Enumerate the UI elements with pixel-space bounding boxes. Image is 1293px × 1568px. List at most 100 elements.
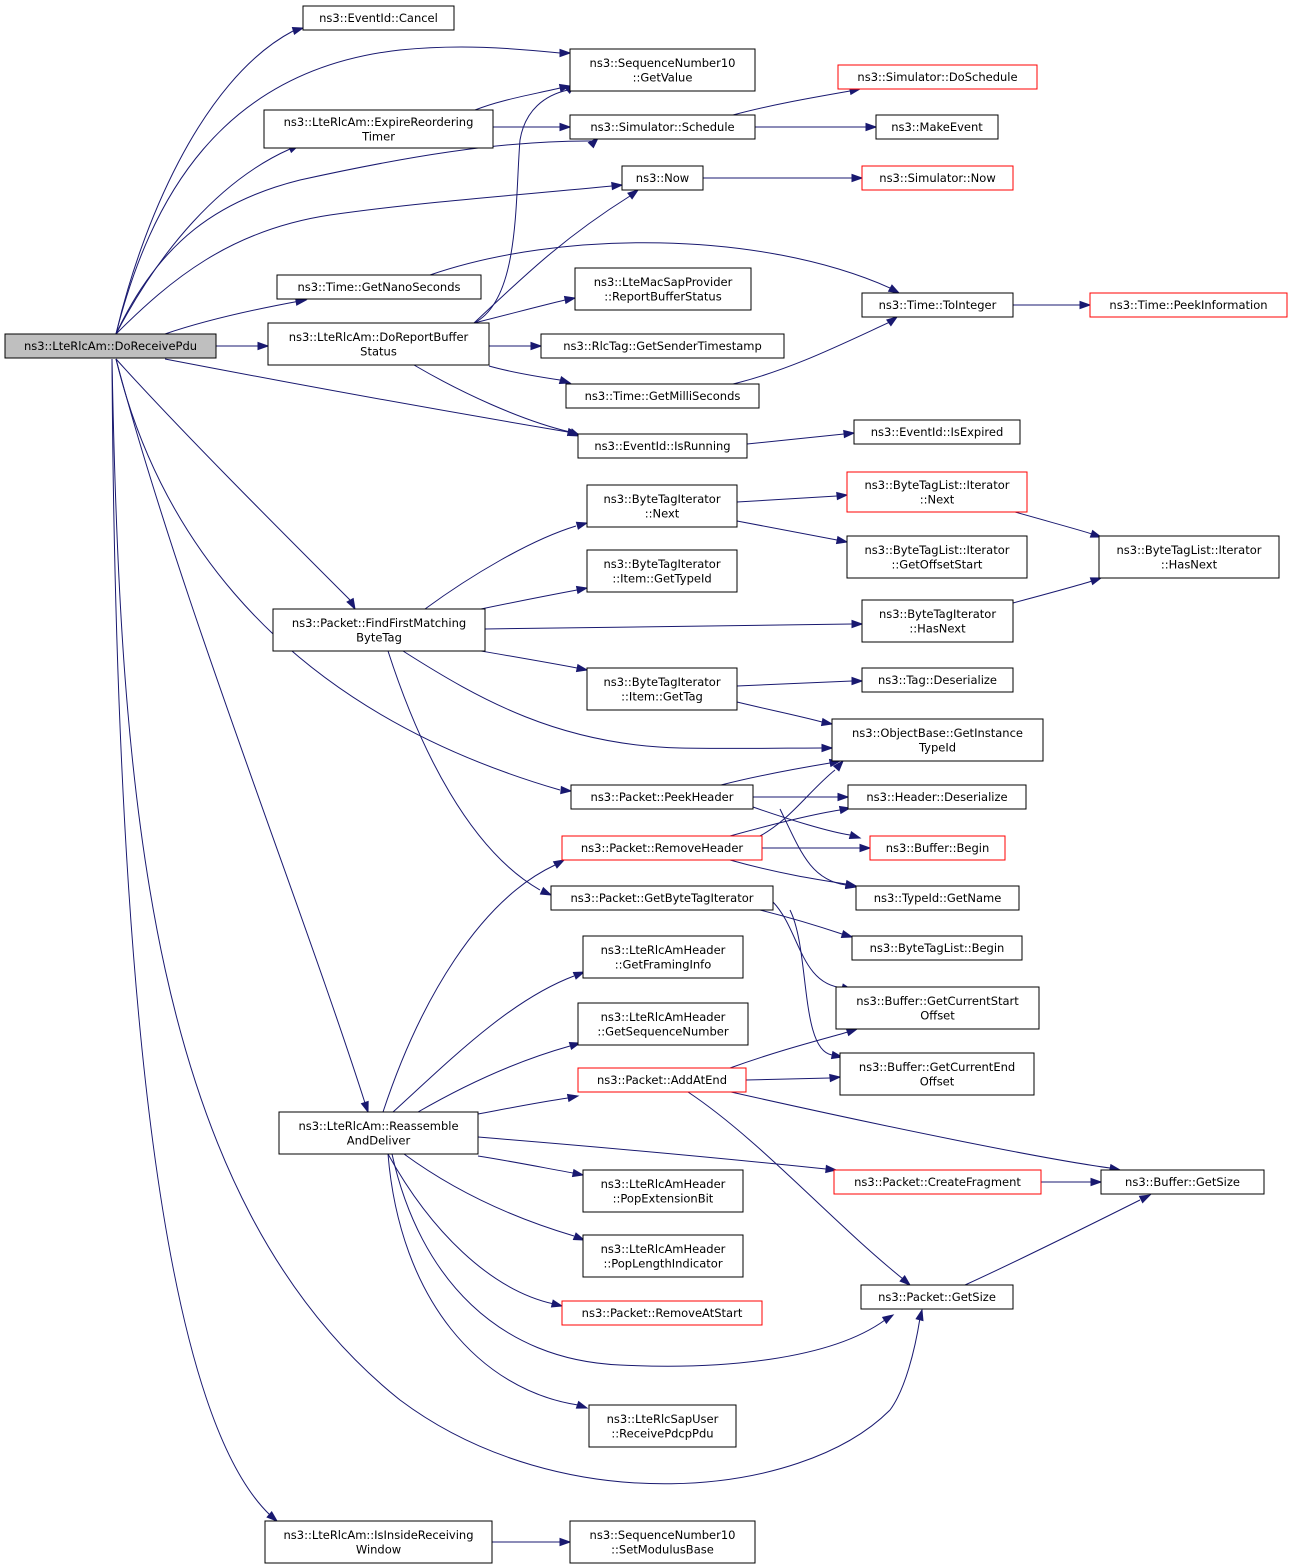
node-box xyxy=(569,1520,756,1564)
node-bti-next[interactable]: ns3::ByteTagIterator::Next xyxy=(586,484,738,528)
node-sim-schedule[interactable]: ns3::Simulator::Schedule xyxy=(569,114,756,140)
edge-reassemble-to-hdr_popext xyxy=(477,1155,585,1178)
node-pkt-getbti[interactable]: ns3::Packet::GetByteTagIterator xyxy=(550,885,774,911)
node-pkt-createfrag[interactable]: ns3::Packet::CreateFragment xyxy=(833,1169,1042,1195)
node-hdr-getseq[interactable]: ns3::LteRlcAmHeader::GetSequenceNumber xyxy=(577,1002,749,1046)
node-sapuser-receive[interactable]: ns3::LteRlcSapUser::ReceivePdcpPdu xyxy=(588,1404,737,1448)
node-eventid-isrunning[interactable]: ns3::EventId::IsRunning xyxy=(577,433,748,459)
edge-expire_timer-to-sim_schedule xyxy=(493,122,572,132)
node-buf-getsize[interactable]: ns3::Buffer::GetSize xyxy=(1100,1169,1265,1195)
node-eventid-cancel[interactable]: ns3::EventId::Cancel xyxy=(302,5,455,31)
node-label: ns3::Packet::AddAtEnd xyxy=(597,1073,727,1087)
arrowhead xyxy=(881,1314,895,1325)
node-buf-begin[interactable]: ns3::Buffer::Begin xyxy=(869,835,1006,861)
node-btl-it-getoffset[interactable]: ns3::ByteTagList::Iterator::GetOffsetSta… xyxy=(846,535,1028,579)
node-label: ns3::Time::ToInteger xyxy=(879,298,997,312)
node-label: ::GetSequenceNumber xyxy=(597,1024,728,1038)
node-box xyxy=(276,274,482,300)
node-makeevent[interactable]: ns3::MakeEvent xyxy=(875,114,999,140)
edge-line xyxy=(111,358,271,1516)
edge-root-to-isinside xyxy=(111,358,279,1522)
node-macsap-report[interactable]: ns3::LteMacSapProvider::ReportBufferStat… xyxy=(574,267,752,311)
arrowhead xyxy=(560,785,573,795)
node-pkt-addatend[interactable]: ns3::Packet::AddAtEnd xyxy=(577,1067,747,1093)
edge-line xyxy=(477,1136,827,1170)
node-bti-item-gettypeid[interactable]: ns3::ByteTagIterator::Item::GetTypeId xyxy=(586,549,738,593)
node-time-tointeger[interactable]: ns3::Time::ToInteger xyxy=(861,292,1014,318)
edge-doreport-to-macsap_report xyxy=(473,295,577,324)
edge-line xyxy=(729,1031,849,1069)
node-time-getnano[interactable]: ns3::Time::GetNanoSeconds xyxy=(276,274,482,300)
node-label: ns3::LteRlcAmHeader xyxy=(601,943,726,957)
edge-line xyxy=(729,859,847,885)
node-typeid-getname[interactable]: ns3::TypeId::GetName xyxy=(855,885,1020,911)
edge-line xyxy=(752,806,851,836)
node-time-getmilli[interactable]: ns3::Time::GetMilliSeconds xyxy=(565,383,760,409)
node-btl-it-next[interactable]: ns3::ByteTagList::Iterator::Next xyxy=(846,471,1028,513)
edge-pkt_getbti-to-buf_getstartoff xyxy=(772,901,854,992)
node-eventid-isexpired[interactable]: ns3::EventId::IsExpired xyxy=(853,419,1021,445)
node-pkt-removeheader[interactable]: ns3::Packet::RemoveHeader xyxy=(561,835,763,861)
node-rlctag-getsender[interactable]: ns3::RlcTag::GetSenderTimestamp xyxy=(540,333,785,359)
arrowhead xyxy=(821,743,834,753)
node-box xyxy=(1100,1169,1265,1195)
node-label: ns3::LteRlcAm::DoReportBuffer xyxy=(289,330,469,344)
arrowhead xyxy=(575,521,589,530)
edge-line xyxy=(473,89,569,324)
node-sim-doschedule[interactable]: ns3::Simulator::DoSchedule xyxy=(837,64,1038,90)
arrowhead xyxy=(1089,577,1103,586)
arrowhead xyxy=(1138,1194,1152,1204)
node-pkt-getsize[interactable]: ns3::Packet::GetSize xyxy=(860,1284,1014,1310)
node-box xyxy=(586,484,738,528)
node-pkt-peekheader[interactable]: ns3::Packet::PeekHeader xyxy=(570,784,754,810)
node-time-peekinfo[interactable]: ns3::Time::PeekInformation xyxy=(1089,292,1288,318)
node-hdr-getframing[interactable]: ns3::LteRlcAmHeader::GetFramingInfo xyxy=(582,935,744,979)
node-seq-setmodulus[interactable]: ns3::SequenceNumber10::SetModulusBase xyxy=(569,1520,756,1564)
edge-doreport-to-eventid_isrunning xyxy=(413,364,582,437)
node-btl-it-hasnext[interactable]: ns3::ByteTagList::Iterator::HasNext xyxy=(1098,535,1280,579)
node-bti-hasnext[interactable]: ns3::ByteTagIterator::HasNext xyxy=(861,599,1014,643)
node-box xyxy=(582,1234,744,1278)
arrowhead xyxy=(851,173,864,183)
node-now[interactable]: ns3::Now xyxy=(621,165,704,191)
edge-line xyxy=(736,520,838,541)
edge-line xyxy=(745,1077,831,1081)
node-hdr-poplen[interactable]: ns3::LteRlcAmHeader::PopLengthIndicator xyxy=(582,1234,744,1278)
edge-line xyxy=(115,46,561,335)
arrowhead xyxy=(899,1274,912,1286)
node-label: ns3::TypeId::GetName xyxy=(874,891,1002,905)
node-box xyxy=(831,718,1044,762)
node-tag-deserialize[interactable]: ns3::Tag::Deserialize xyxy=(861,667,1014,693)
node-pkt-removeatstart[interactable]: ns3::Packet::RemoveAtStart xyxy=(561,1300,763,1326)
arrowhead xyxy=(530,341,543,351)
node-label: ns3::Time::GetMilliSeconds xyxy=(585,389,741,403)
edge-line xyxy=(746,433,845,445)
node-label: ::GetFramingInfo xyxy=(615,957,712,971)
node-sim-now[interactable]: ns3::Simulator::Now xyxy=(861,165,1014,191)
edge-sim_schedule-to-makeevent xyxy=(755,122,878,132)
edge-time_getnano-to-time_tointeger xyxy=(429,242,901,294)
edge-root-to-findfirst xyxy=(115,358,356,611)
node-btl-begin[interactable]: ns3::ByteTagList::Begin xyxy=(851,935,1023,961)
node-hdr-popext[interactable]: ns3::LteRlcAmHeader::PopExtensionBit xyxy=(582,1169,744,1213)
edge-findfirst-to-bti_next xyxy=(424,521,589,610)
node-box xyxy=(833,1169,1042,1195)
node-bti-item-gettag[interactable]: ns3::ByteTagIterator::Item::GetTag xyxy=(586,667,738,711)
node-box xyxy=(588,1404,737,1448)
edge-line xyxy=(382,864,556,1113)
node-seq-getvalue[interactable]: ns3::SequenceNumber10::GetValue xyxy=(569,48,756,92)
node-hdr-deserialize[interactable]: ns3::Header::Deserialize xyxy=(847,784,1027,810)
node-label: Offset xyxy=(920,1074,955,1088)
edge-findfirst-to-objbase_getinst xyxy=(402,650,834,753)
node-root[interactable]: ns3::LteRlcAm::DoReceivePdu xyxy=(4,333,217,359)
edge-line xyxy=(115,358,351,601)
